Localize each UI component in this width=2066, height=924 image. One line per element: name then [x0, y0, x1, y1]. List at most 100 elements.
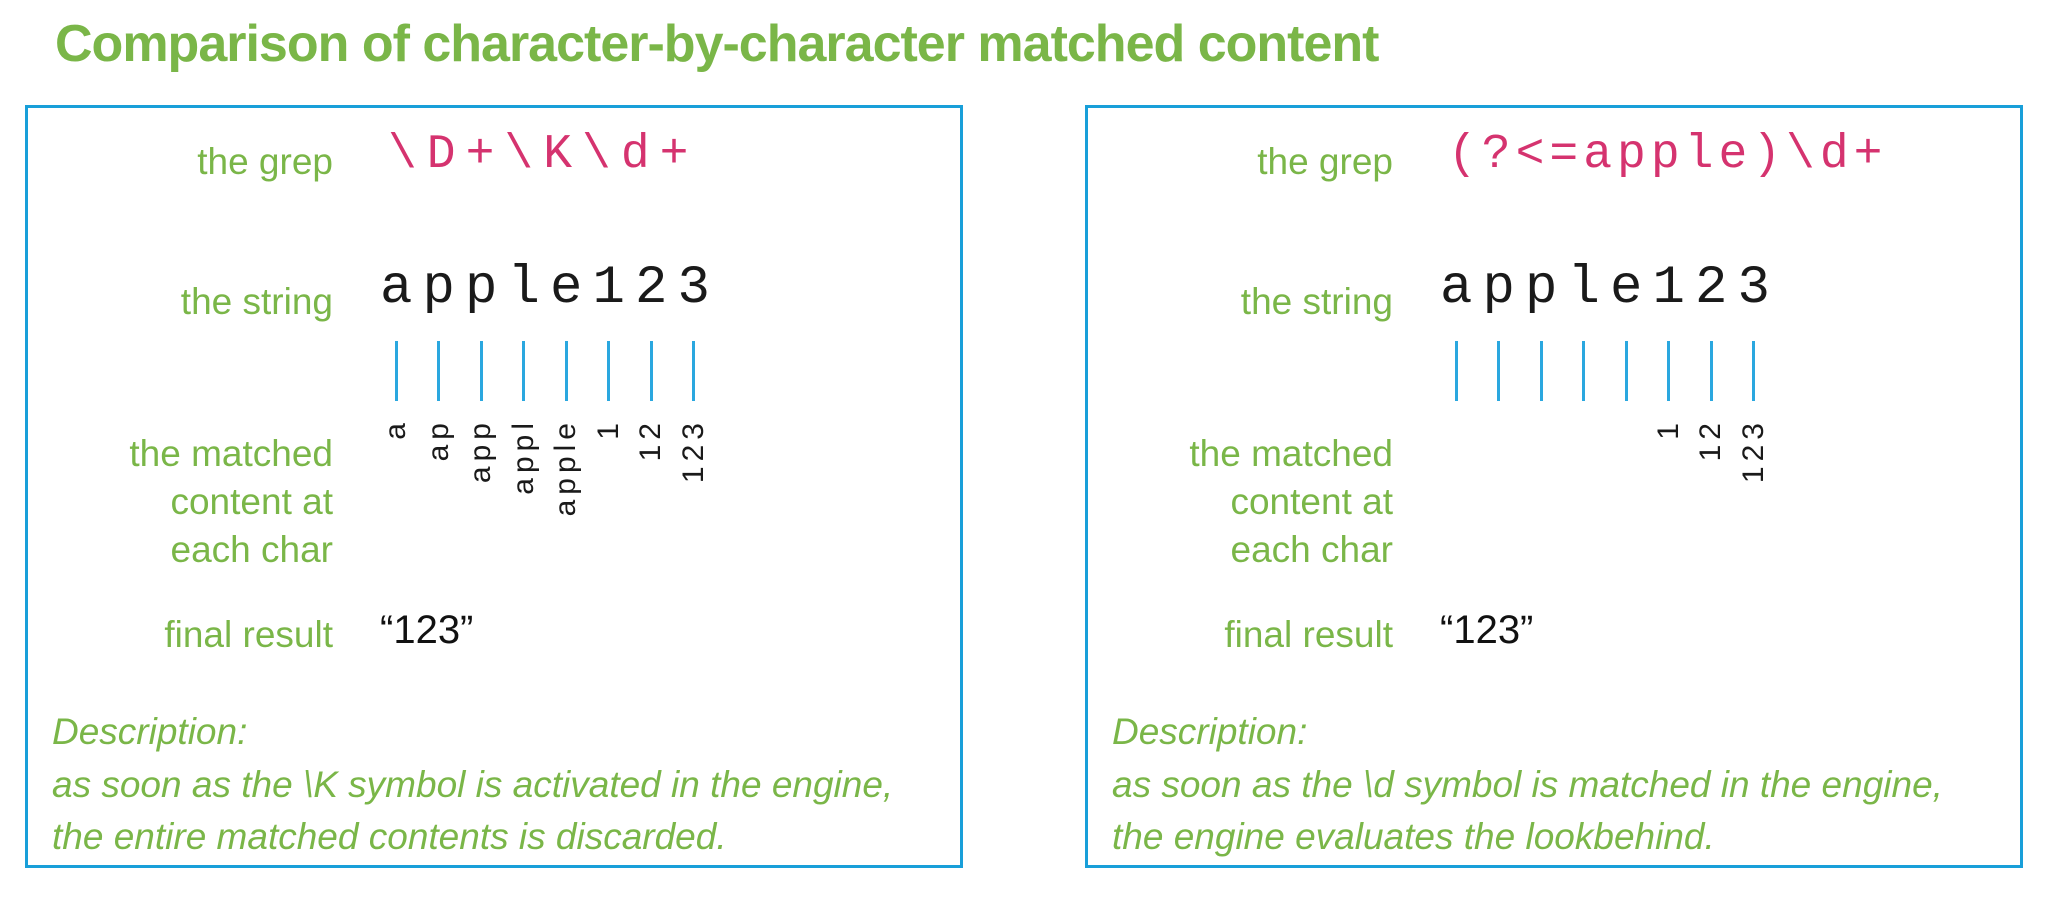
char-tick [692, 341, 696, 401]
string-label: the string [1240, 281, 1393, 322]
tick-cell [1733, 341, 1776, 401]
matched-content-label-line: the matched [1189, 433, 1393, 474]
string-char: 3 [677, 258, 710, 319]
description-line: Description: [1112, 711, 1308, 752]
matched-cell: 1 [1648, 418, 1691, 648]
matched-content-label-line: each char [1230, 529, 1394, 570]
grep-pattern: \D+\K\d+ [388, 128, 699, 182]
matched-cell: 1 [588, 418, 631, 648]
string-char: e [1610, 258, 1643, 319]
tick-cell [503, 341, 546, 401]
string-char: 1 [1652, 258, 1685, 319]
char-tick [1709, 341, 1713, 401]
string-char: e [550, 258, 583, 319]
page-title: Comparison of character-by-character mat… [55, 15, 1379, 73]
matched-cell: 123 [673, 418, 716, 648]
string-char: l [507, 258, 540, 319]
matched-value: appl [506, 418, 540, 495]
matched-content-label: the matched content at each char [28, 430, 333, 574]
string-char: a [380, 258, 413, 319]
char-tick [1667, 341, 1671, 401]
char-tick [1454, 341, 1458, 401]
matched-cell: 123 [1733, 418, 1776, 648]
matched-cell [1605, 418, 1648, 648]
char-tick [1539, 341, 1543, 401]
grep-label: the grep [1257, 141, 1393, 182]
string-char: l [1567, 258, 1600, 319]
string-char: a [1440, 258, 1473, 319]
char-ticks [375, 341, 715, 401]
matched-content-label-line: content at [170, 481, 333, 522]
tick-cell [1648, 341, 1691, 401]
tick-cell [418, 341, 461, 401]
matched-content-label-line: content at [1230, 481, 1393, 522]
tick-cell [1478, 341, 1521, 401]
char-tick [394, 341, 398, 401]
matched-cell: 12 [1690, 418, 1733, 648]
string-char: p [1525, 258, 1558, 319]
char-tick [1752, 341, 1756, 401]
tick-cell [673, 341, 716, 401]
tick-cell [588, 341, 631, 401]
matched-value: 123 [1736, 418, 1770, 484]
string-char: p [1482, 258, 1515, 319]
matched-cell [1563, 418, 1606, 648]
tick-cell [460, 341, 503, 401]
matched-value: 1 [1651, 418, 1685, 440]
description: Description: as soon as the \d symbol is… [1112, 706, 2012, 864]
tick-cell [1435, 341, 1478, 401]
matched-value: 12 [1694, 418, 1728, 462]
description-line: as soon as the \K symbol is activated in… [52, 763, 894, 805]
matched-content-label-line: the matched [129, 433, 333, 474]
matched-content-label: the matched content at each char [1088, 430, 1393, 574]
string-char: 2 [1695, 258, 1728, 319]
description-line: as soon as the \d symbol is matched in t… [1112, 763, 1943, 805]
tick-cell [545, 341, 588, 401]
char-tick [1624, 341, 1628, 401]
matched-content-label-line: each char [170, 529, 334, 570]
string-char: 3 [1737, 258, 1770, 319]
matched-value: ap [421, 418, 455, 462]
char-tick [479, 341, 483, 401]
tick-cell [375, 341, 418, 401]
string-char: p [465, 258, 498, 319]
tick-cell [630, 341, 673, 401]
string-characters: a p p l e 1 2 3 [1435, 258, 1775, 319]
grep-label: the grep [197, 141, 333, 182]
string-characters: a p p l e 1 2 3 [375, 258, 715, 319]
char-tick [522, 341, 526, 401]
matched-cell: appl [503, 418, 546, 648]
matched-cell: 12 [630, 418, 673, 648]
final-result-value: “123” [380, 608, 474, 652]
char-tick [1582, 341, 1586, 401]
description: Description: as soon as the \K symbol is… [52, 706, 952, 864]
matched-value: 1 [591, 418, 625, 440]
char-tick [649, 341, 653, 401]
char-tick [1497, 341, 1501, 401]
tick-cell [1563, 341, 1606, 401]
tick-cell [1690, 341, 1733, 401]
char-ticks [1435, 341, 1775, 401]
matched-cell: apple [545, 418, 588, 648]
panel-backslash-k: the grep \D+\K\d+ the string a p p l e 1… [25, 105, 963, 868]
matched-value: app [464, 418, 498, 484]
description-line: Description: [52, 711, 248, 752]
tick-cell [1605, 341, 1648, 401]
final-result-value: “123” [1440, 608, 1534, 652]
matched-value: a [379, 418, 413, 440]
char-tick [564, 341, 568, 401]
matched-value: 123 [676, 418, 710, 484]
string-char: p [422, 258, 455, 319]
tick-cell [1520, 341, 1563, 401]
char-tick [437, 341, 441, 401]
final-result-label: final result [1224, 614, 1393, 655]
string-label: the string [180, 281, 333, 322]
char-tick [607, 341, 611, 401]
description-line: the engine evaluates the lookbehind. [1112, 816, 1715, 858]
final-result-label: final result [164, 614, 333, 655]
string-char: 1 [592, 258, 625, 319]
string-char: 2 [635, 258, 668, 319]
grep-pattern: (?<=apple)\d+ [1448, 128, 1888, 182]
matched-value: apple [549, 418, 583, 517]
